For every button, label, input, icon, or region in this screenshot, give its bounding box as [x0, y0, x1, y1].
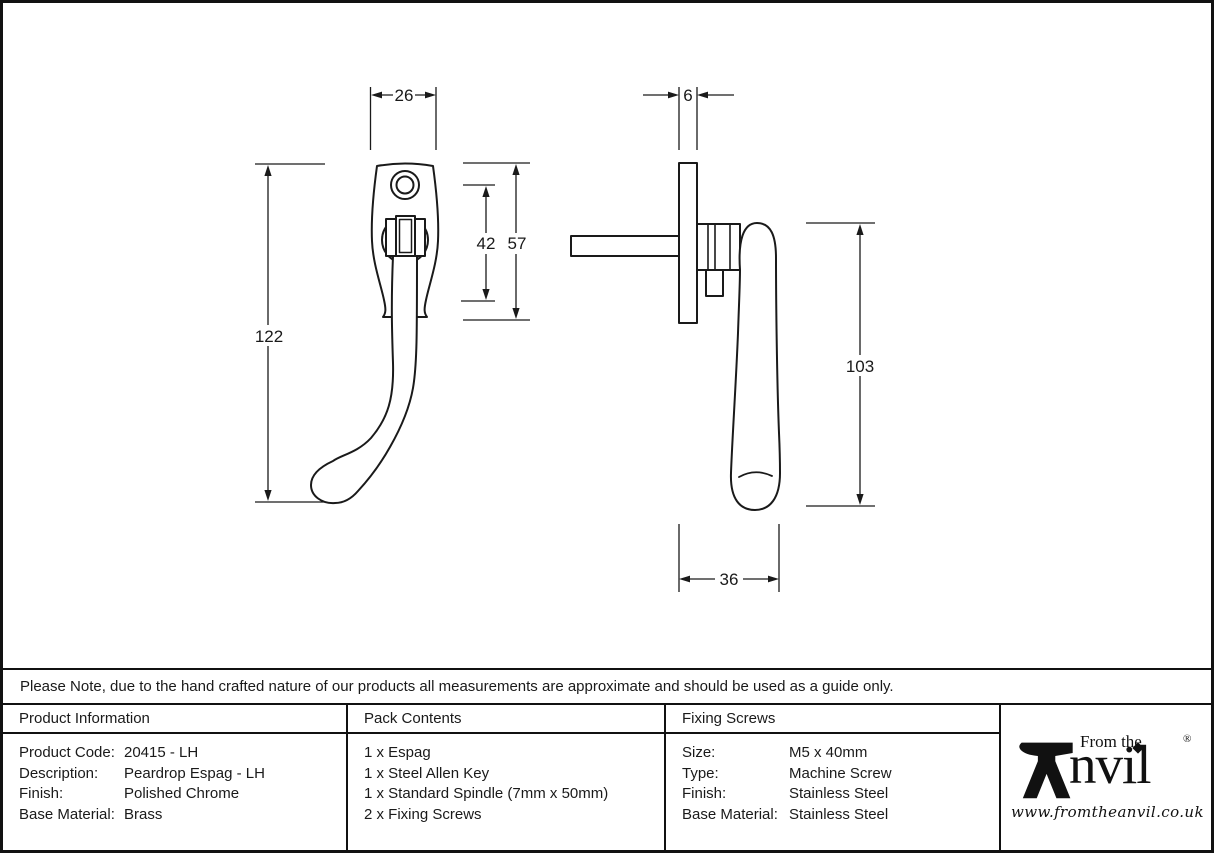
- row-value: M5 x 40mm: [789, 744, 868, 761]
- row-label: Base Material:: [19, 805, 115, 823]
- front-spindle-housing-outer: [395, 215, 416, 257]
- row-value: Stainless Steel: [789, 785, 889, 803]
- logo-tagline: From the: [1080, 731, 1142, 751]
- row-label: Product Code:: [19, 744, 115, 761]
- table-row: Type: Machine Screw: [682, 764, 999, 785]
- list-item: 1 x Steel Allen Key: [364, 764, 490, 782]
- dimension-arrowheads: [264, 91, 864, 583]
- table-row: Base Material: Stainless Steel: [682, 805, 999, 826]
- dim-label-projection: 36: [720, 570, 739, 589]
- registered-mark: ®: [1183, 732, 1192, 745]
- note-bar: Please Note, due to the hand crafted nat…: [3, 670, 1211, 705]
- side-backplate: [678, 162, 698, 324]
- row-label: Description:: [19, 764, 99, 782]
- list-item: 2 x Fixing Screws: [364, 805, 482, 823]
- side-grip-bulb-arc: [738, 471, 773, 478]
- side-view-handle: [570, 162, 781, 511]
- row-label: Finish:: [19, 785, 64, 803]
- logo-cell: From the nvil ® www.fromtheanvil.co.uk: [1001, 705, 1211, 850]
- side-spindle: [570, 235, 680, 257]
- dim-label-plate-thickness: 6: [683, 86, 692, 105]
- table-row: Base Material: Brass: [19, 805, 346, 826]
- row-value: Brass: [124, 805, 163, 823]
- table-row: Finish: Polished Chrome: [19, 784, 346, 805]
- side-locking-nib: [705, 269, 724, 297]
- dimension-labels: 26 122 42 57 6 103 36: [255, 86, 874, 589]
- row-label: Type:: [682, 764, 719, 782]
- row-value: 20415 - LH: [124, 744, 199, 761]
- row-value: Machine Screw: [789, 764, 892, 782]
- anvil-icon: [1019, 742, 1073, 798]
- front-view-handle: [310, 162, 440, 505]
- dimension-lines: [255, 87, 875, 592]
- fixing-screws-body: Size: M5 x 40mm Type: Machine Screw Fini…: [666, 734, 999, 825]
- pack-contents-header: Pack Contents: [348, 705, 664, 734]
- row-label: Size:: [682, 744, 716, 761]
- front-spindle-housing-inner: [398, 218, 413, 254]
- dimension-label-backgrounds: [252, 233, 878, 376]
- product-information-header: Product Information: [3, 705, 346, 734]
- table-row: Product Code: 20415 - LH: [19, 743, 346, 764]
- row-value: Peardrop Espag - LH: [124, 764, 265, 782]
- front-screw-hole-inner: [395, 175, 415, 195]
- fixing-screws-column: Fixing Screws Size: M5 x 40mm Type: Mach…: [666, 705, 1001, 850]
- product-information-column: Product Information Product Code: 20415 …: [3, 705, 348, 850]
- side-hub: [696, 223, 741, 271]
- side-hub-collar-lines: [707, 223, 731, 271]
- pack-contents-column: Pack Contents 1 x Espag 1 x Steel Allen …: [348, 705, 666, 850]
- list-item: 1 x Standard Spindle (7mm x 50mm): [364, 785, 609, 803]
- table-row: Finish: Stainless Steel: [682, 784, 999, 805]
- table-row: Description: Peardrop Espag - LH: [19, 764, 346, 785]
- pack-contents-body: 1 x Espag 1 x Steel Allen Key 1 x Standa…: [348, 734, 664, 825]
- fixing-screws-header: Fixing Screws: [666, 705, 999, 734]
- anvil-logo: From the nvil ® www.fromtheanvil.co.uk: [1011, 731, 1204, 825]
- technical-drawing: 26 122 42 57 6 103 36: [3, 3, 1211, 670]
- dim-label-total-height: 122: [255, 327, 283, 346]
- logo-url: www.fromtheanvil.co.uk: [1011, 802, 1204, 821]
- dim-label-handle-length: 103: [846, 357, 874, 376]
- side-grip: [729, 222, 781, 511]
- row-value: Stainless Steel: [789, 805, 889, 823]
- product-information-body: Product Code: 20415 - LH Description: Pe…: [3, 734, 346, 825]
- note-text: Please Note, due to the hand crafted nat…: [20, 678, 894, 695]
- table-row: Size: M5 x 40mm: [682, 743, 999, 764]
- row-label: Base Material:: [682, 805, 778, 823]
- dim-label-plate-width: 26: [395, 86, 414, 105]
- dim-label-fixing-centres: 42: [477, 234, 496, 253]
- row-label: Finish:: [682, 785, 727, 803]
- spec-table: Product Information Product Code: 20415 …: [3, 705, 1211, 850]
- dim-label-plate-height: 57: [508, 234, 527, 253]
- list-item: 1 x Espag: [364, 744, 431, 761]
- drawing-canvas: 26 122 42 57 6 103 36: [252, 86, 878, 592]
- row-value: Polished Chrome: [124, 785, 240, 803]
- front-grip: [310, 255, 418, 505]
